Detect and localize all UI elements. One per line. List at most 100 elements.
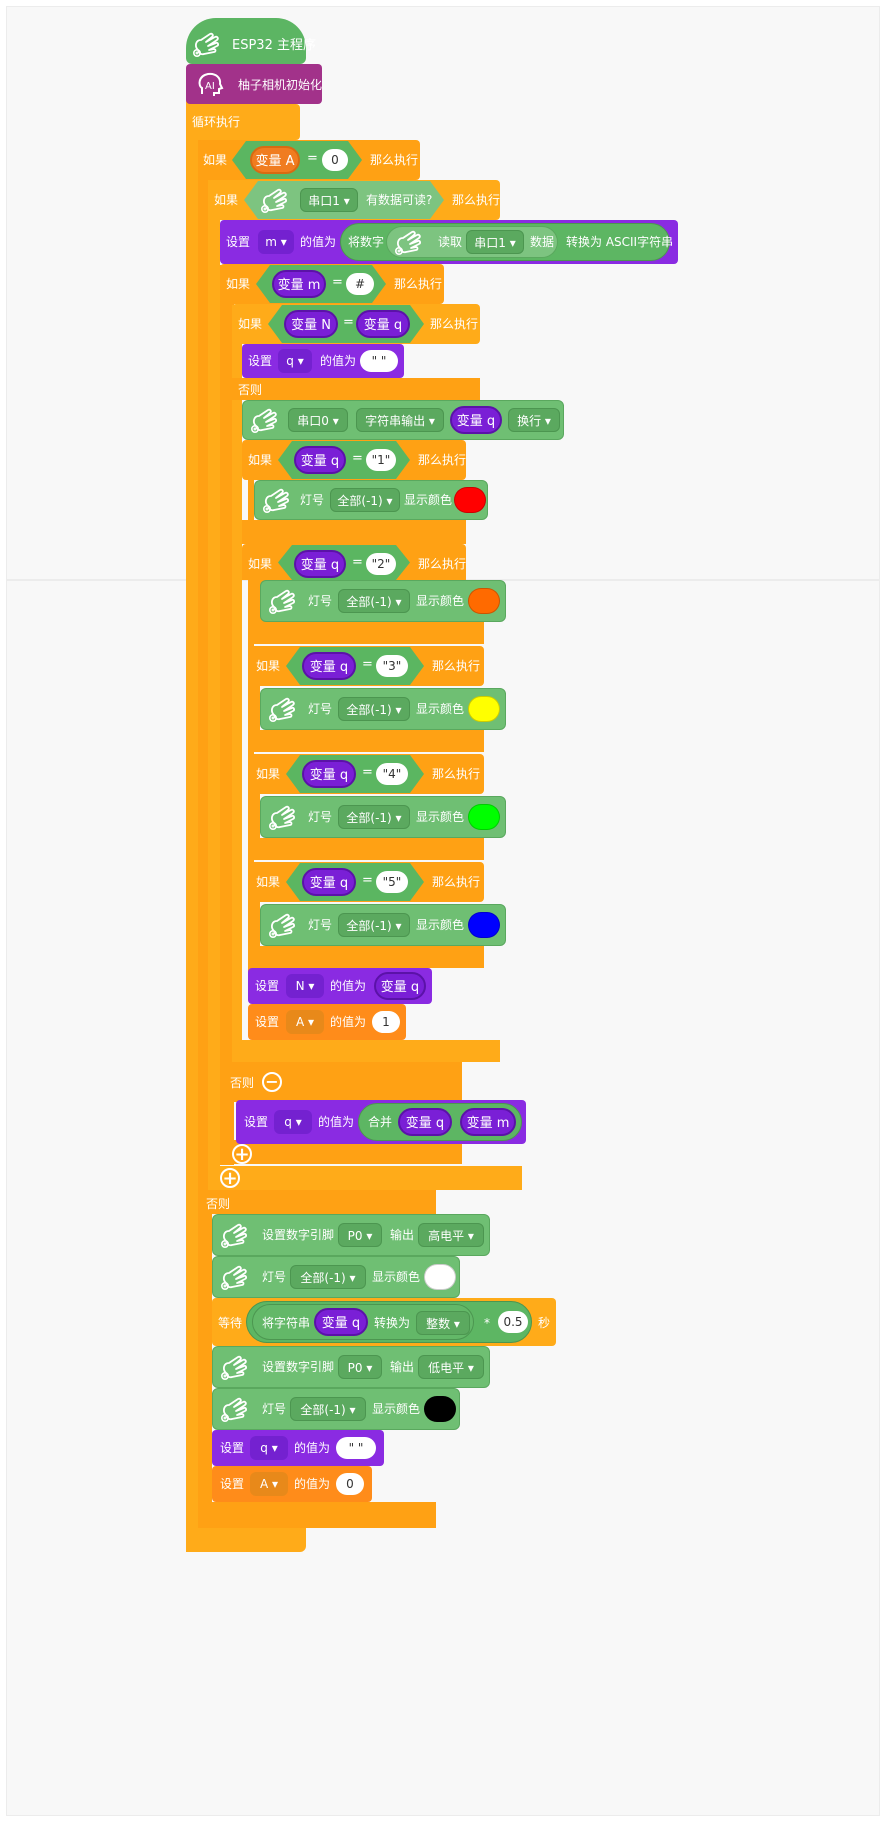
- minus-circle-icon[interactable]: −: [262, 1072, 282, 1092]
- value-zero[interactable]: 0: [322, 149, 348, 171]
- if-q-bottom-2: [250, 622, 484, 644]
- var-q-dropdown[interactable]: q ▾: [250, 1436, 288, 1460]
- if-label: 如果: [256, 875, 281, 889]
- eq-sign: =: [307, 151, 318, 166]
- value-3[interactable]: "3": [376, 655, 408, 677]
- color-swatch-blue[interactable]: [468, 912, 500, 938]
- if1-bottom: [198, 1502, 436, 1528]
- if-q-mouth-3: [250, 686, 260, 736]
- then-label: 那么执行: [432, 767, 481, 781]
- var-n-dropdown[interactable]: N ▾: [286, 974, 324, 998]
- value-4[interactable]: "4": [376, 763, 408, 785]
- color-swatch-orange[interactable]: [468, 588, 500, 614]
- then-label: 那么执行: [432, 659, 481, 673]
- then-label: 那么执行: [418, 453, 467, 467]
- integer-type-dropdown[interactable]: 整数 ▾: [416, 1311, 470, 1335]
- led-which-dropdown[interactable]: 全部(-1) ▾: [330, 488, 400, 512]
- then-label: 那么执行: [394, 277, 443, 291]
- var-a-pill[interactable]: 变量 A: [250, 146, 300, 174]
- color-swatch-yellow[interactable]: [468, 696, 500, 722]
- led-which-dropdown[interactable]: 全部(-1) ▾: [338, 913, 410, 937]
- var-q-dropdown[interactable]: q ▾: [274, 1110, 312, 1134]
- level-low-dropdown[interactable]: 低电平 ▾: [418, 1355, 484, 1379]
- eq-sign: =: [352, 451, 363, 466]
- ai-label: 柚子相机初始化: [238, 78, 323, 92]
- var-q-pill[interactable]: 变量 q: [314, 1308, 368, 1336]
- hand-extension-icon: [218, 1393, 250, 1425]
- var-q-pill[interactable]: 变量 q: [450, 406, 502, 434]
- serial-port-dropdown[interactable]: 串口1 ▾: [466, 230, 524, 254]
- output-label: 输出: [390, 1228, 415, 1242]
- string-output-dropdown[interactable]: 字符串输出 ▾: [356, 408, 444, 432]
- var-m-pill[interactable]: 变量 m: [272, 270, 326, 298]
- led-which-dropdown[interactable]: 全部(-1) ▾: [290, 1265, 366, 1289]
- hand-extension-icon: [266, 909, 298, 941]
- plus-circle-icon[interactable]: +: [220, 1168, 240, 1188]
- ai-head-icon: AI: [196, 70, 224, 98]
- var-q-pill[interactable]: 变量 q: [374, 972, 426, 1000]
- value-of-label: 的值为: [294, 1477, 331, 1491]
- show-color-label: 显示颜色: [372, 1270, 421, 1284]
- led-which-dropdown[interactable]: 全部(-1) ▾: [290, 1397, 366, 1421]
- var-q-dropdown[interactable]: q ▾: [278, 349, 312, 373]
- empty-string-value[interactable]: " ": [336, 1437, 376, 1459]
- join-label: 合并: [368, 1115, 393, 1129]
- value-of-label: 的值为: [300, 235, 337, 249]
- if-label: 如果: [214, 193, 239, 207]
- pin-dropdown[interactable]: P0 ▾: [338, 1355, 382, 1379]
- else-label: 否则: [238, 383, 263, 397]
- var-n-pill[interactable]: 变量 N: [284, 310, 338, 338]
- color-swatch-black[interactable]: [424, 1396, 456, 1422]
- serial0-dropdown[interactable]: 串口0 ▾: [288, 408, 348, 432]
- color-swatch-white[interactable]: [424, 1264, 456, 1290]
- var-a-dropdown[interactable]: A ▾: [286, 1010, 324, 1034]
- empty-string-value[interactable]: " ": [360, 350, 398, 372]
- value-zero[interactable]: 0: [336, 1473, 364, 1495]
- value-of-label: 的值为: [318, 1115, 355, 1129]
- value-one[interactable]: 1: [372, 1011, 400, 1033]
- var-q-pill[interactable]: 变量 q: [294, 446, 346, 474]
- pin-dropdown[interactable]: P0 ▾: [338, 1223, 382, 1247]
- value-1[interactable]: "1": [366, 449, 396, 471]
- color-swatch-green[interactable]: [468, 804, 500, 830]
- led-which-dropdown[interactable]: 全部(-1) ▾: [338, 589, 410, 613]
- color-swatch-red[interactable]: [454, 487, 486, 513]
- plus-circle-icon[interactable]: +: [232, 1144, 252, 1164]
- value-of-label: 的值为: [320, 354, 357, 368]
- show-color-label: 显示颜色: [404, 493, 453, 507]
- value-2[interactable]: "2": [366, 553, 396, 575]
- convert-number-label: 将数字: [348, 235, 385, 249]
- led-which-dropdown[interactable]: 全部(-1) ▾: [338, 697, 410, 721]
- if2-mouth: [208, 180, 220, 1190]
- show-color-label: 显示颜色: [416, 918, 465, 932]
- var-a-dropdown[interactable]: A ▾: [250, 1472, 288, 1496]
- var-q-pill[interactable]: 变量 q: [302, 868, 356, 896]
- led-label: 灯号: [308, 810, 333, 824]
- loop-label: 循环执行: [192, 115, 241, 129]
- value-5[interactable]: "5": [376, 871, 408, 893]
- value-of-label: 的值为: [294, 1441, 331, 1455]
- var-q-pill[interactable]: 变量 q: [356, 310, 410, 338]
- var-q-pill[interactable]: 变量 q: [302, 652, 356, 680]
- var-q-pill[interactable]: 变量 q: [302, 760, 356, 788]
- var-m-dropdown[interactable]: m ▾: [258, 230, 294, 254]
- var-m-pill[interactable]: 变量 m: [460, 1108, 516, 1136]
- seconds-label: 秒: [538, 1316, 551, 1330]
- else-bar-3: [198, 1190, 436, 1214]
- set-label: 设置: [226, 235, 251, 249]
- value-half[interactable]: 0.5: [498, 1311, 528, 1333]
- if-label: 如果: [248, 557, 273, 571]
- led-which-dropdown[interactable]: 全部(-1) ▾: [338, 805, 410, 829]
- if-label: 如果: [256, 659, 281, 673]
- newline-dropdown[interactable]: 换行 ▾: [508, 408, 560, 432]
- var-q-pill[interactable]: 变量 q: [398, 1108, 452, 1136]
- level-high-dropdown[interactable]: 高电平 ▾: [418, 1223, 484, 1247]
- loop-block[interactable]: [186, 104, 300, 140]
- ai-init-block[interactable]: [186, 64, 322, 104]
- var-q-pill[interactable]: 变量 q: [294, 550, 346, 578]
- hand-extension-icon: [266, 693, 298, 725]
- if-q-mouth-5: [250, 902, 260, 952]
- led-label: 灯号: [262, 1270, 287, 1284]
- serial-port-dropdown[interactable]: 串口1 ▾: [300, 188, 358, 212]
- value-hash[interactable]: #: [346, 273, 374, 295]
